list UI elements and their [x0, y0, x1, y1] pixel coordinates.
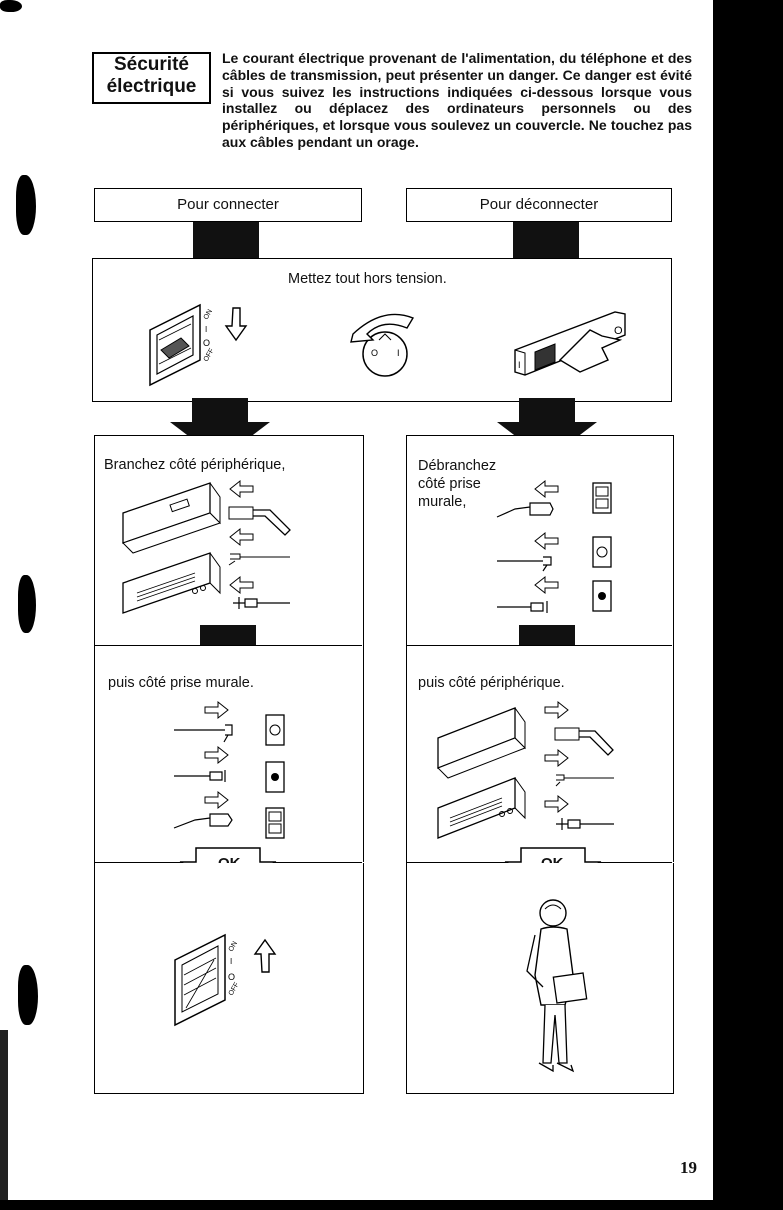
connect-step2-text: puis côté prise murale. [108, 675, 254, 691]
connect-step2-panel [94, 646, 364, 862]
disconnect-step1-line2: côté prise [418, 476, 481, 492]
svg-text:I: I [230, 957, 232, 966]
power-on-switch-icon: ON I O OFF [174, 933, 277, 1027]
svg-text:I: I [518, 360, 521, 370]
page-number: 19 [680, 1158, 697, 1177]
svg-text:OFF: OFF [203, 347, 216, 363]
svg-text:ON: ON [203, 308, 214, 321]
svg-text:O: O [371, 348, 378, 358]
connect-step1-text: Branchez côté périphérique, [104, 457, 286, 473]
binder-hole-1 [16, 175, 36, 235]
svg-text:I: I [397, 348, 400, 358]
rack-switch-icon: I O [514, 311, 626, 376]
header-disconnect: Pour déconnecter [406, 188, 672, 222]
binder-hole-2 [18, 575, 36, 633]
connector-bar-right [513, 222, 579, 260]
section-title-line1: Sécurité [114, 54, 189, 75]
peripheral-disconnect-icon [437, 700, 614, 839]
wall-outlets-connect-icon [173, 700, 285, 839]
svg-text:OFF: OFF [228, 981, 241, 997]
person-carrying-icon [526, 899, 588, 1073]
svg-text:O: O [614, 325, 623, 337]
rotary-knob-icon: O I [350, 313, 415, 377]
connect-divider-1 [94, 645, 362, 647]
section-title-line2: électrique [106, 76, 197, 97]
binder-hole-3 [18, 965, 38, 1025]
section-title: Sécurité électrique [92, 52, 211, 104]
binder-edge [0, 1030, 8, 1200]
connect-step3-panel [94, 863, 364, 1094]
scan-right-edge [713, 0, 783, 1210]
power-off-text: Mettez tout hors tension. [288, 271, 447, 287]
peripheral-cables-icon [122, 479, 291, 614]
binder-mark [0, 0, 22, 12]
svg-text:O: O [228, 972, 235, 982]
svg-text:ON: ON [228, 940, 239, 953]
disconnect-step2-text: puis côté périphérique. [418, 675, 565, 691]
intro-paragraph: Le courant électrique provenant de l'ali… [222, 50, 692, 150]
disconnect-step1-line3: murale, [418, 494, 467, 510]
svg-text:I: I [205, 325, 207, 334]
scan-bottom-edge [0, 1200, 783, 1210]
header-connect: Pour connecter [94, 188, 362, 222]
connector-bar-left [193, 222, 259, 260]
svg-text:O: O [203, 338, 210, 348]
disconnect-step1-line1: Débranchez [418, 458, 497, 474]
power-switch-icon: ON I O OFF [149, 303, 248, 387]
disconnect-divider-1 [406, 645, 672, 647]
wall-outlets-disconnect-icon [496, 479, 612, 613]
